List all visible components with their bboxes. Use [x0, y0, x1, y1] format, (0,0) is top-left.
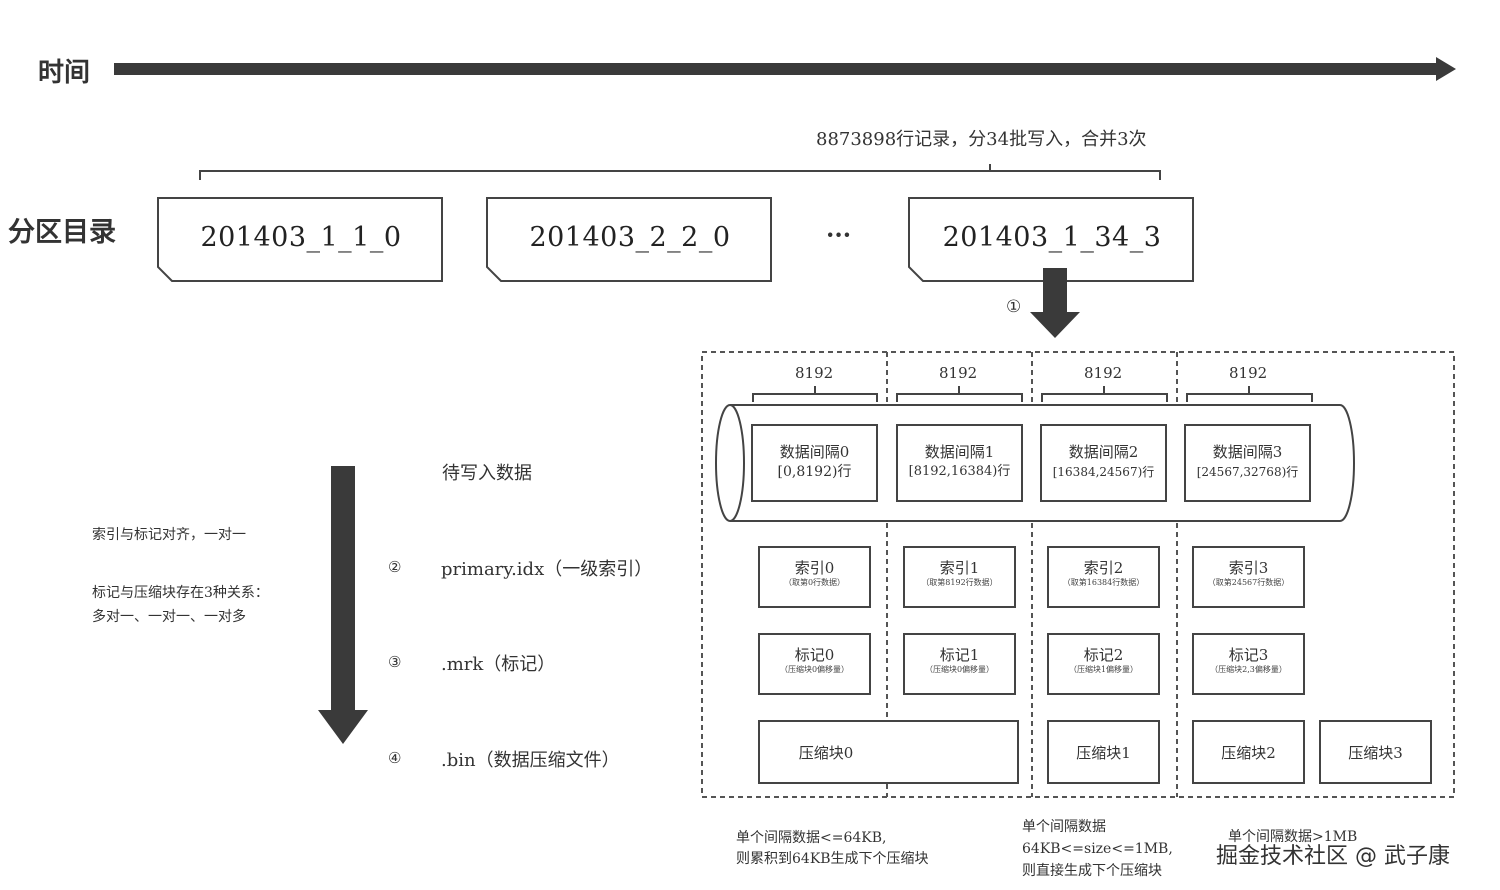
- data-to-write-label: 待写入数据: [442, 463, 532, 484]
- index-box-1: 索引1 （取第8192行数据）: [903, 546, 1016, 608]
- footnote-large-granule: 单个间隔数据>1MB: [1228, 829, 1358, 845]
- granule-name: 数据间隔0: [779, 443, 850, 461]
- index-box-2: 索引2 （取第16384行数据）: [1047, 546, 1160, 608]
- block-name: 压缩块0: [798, 744, 854, 762]
- index-name: 索引0: [794, 559, 835, 577]
- index-desc: （取第8192行数据）: [921, 578, 998, 587]
- mark-name: 标记2: [1083, 646, 1124, 664]
- step1-arrow-head: [1030, 312, 1080, 338]
- block-box-0: 压缩块0: [758, 720, 1019, 784]
- partition-dir-label: 分区目录: [8, 217, 116, 248]
- block-box-1: 压缩块1: [1047, 720, 1160, 784]
- index-name: 索引2: [1083, 559, 1124, 577]
- index-desc: （取第16384行数据）: [1062, 578, 1145, 587]
- mark-name: 标记3: [1228, 646, 1269, 664]
- footnote-line: 单个间隔数据: [1022, 819, 1106, 835]
- granule-count-3: 8192: [1229, 364, 1268, 382]
- granule-bracket-2: [1041, 386, 1168, 402]
- mark-name: 标记1: [939, 646, 980, 664]
- partition-name-1: 201403_2_2_0: [529, 222, 731, 253]
- step3-label: .mrk（标记）: [441, 654, 556, 675]
- mark-box-2: 标记2 （压缩块1偏移量）: [1047, 633, 1160, 695]
- partition-brace: [199, 164, 1161, 180]
- step2-marker: ②: [388, 558, 402, 576]
- step1-marker: ①: [1006, 297, 1022, 317]
- footnote-line: 64KB<=size<=1MB,: [1022, 841, 1173, 857]
- partition-name-0: 201403_1_1_0: [200, 222, 402, 253]
- granule-count-2: 8192: [1084, 364, 1123, 382]
- mark-desc: （压缩块2,3偏移量）: [1210, 665, 1287, 674]
- footnote-line: 单个间隔数据<=64KB,: [736, 830, 887, 846]
- block-box-3: 压缩块3: [1319, 720, 1432, 784]
- granule-bracket-1: [896, 386, 1023, 402]
- granule-range: [8192,16384)行: [908, 464, 1011, 479]
- mark-name: 标记0: [794, 646, 835, 664]
- block-name: 压缩块3: [1348, 744, 1403, 762]
- index-name: 索引3: [1228, 559, 1269, 577]
- summary-text: 8873898行记录，分34批写入，合并3次: [816, 129, 1147, 150]
- mark-desc: （压缩块0偏移量）: [779, 665, 850, 674]
- granule-count-1: 8192: [939, 364, 978, 382]
- granule-box-2: 数据间隔2 [16384,24567)行: [1040, 424, 1167, 502]
- granule-count-0: 8192: [795, 364, 834, 382]
- index-desc: （取第24567行数据）: [1207, 578, 1290, 587]
- time-arrow-head: [1436, 57, 1456, 81]
- granule-box-1: 数据间隔1 [8192,16384)行: [896, 424, 1023, 502]
- note-index-mark: 索引与标记对齐，一对一: [92, 527, 246, 543]
- step4-marker: ④: [388, 749, 402, 767]
- mark-desc: （压缩块0偏移量）: [924, 665, 995, 674]
- mark-box-3: 标记3 （压缩块2,3偏移量）: [1192, 633, 1305, 695]
- footnote-small-granule: 单个间隔数据<=64KB, 则累积到64KB生成下个压缩块: [736, 828, 929, 870]
- index-box-3: 索引3 （取第24567行数据）: [1192, 546, 1305, 608]
- granule-box-0: 数据间隔0 [0,8192)行: [751, 424, 878, 502]
- mark-box-0: 标记0 （压缩块0偏移量）: [758, 633, 871, 695]
- footnote-line: 则累积到64KB生成下个压缩块: [736, 851, 929, 867]
- block-box-2: 压缩块2: [1192, 720, 1305, 784]
- part-detail-area: [701, 351, 1455, 798]
- granule-box-3: 数据间隔3 [24567,32768)行: [1184, 424, 1311, 502]
- granule-name: 数据间隔2: [1068, 443, 1139, 461]
- index-desc: （取第0行数据）: [783, 578, 846, 587]
- block-name: 压缩块1: [1076, 744, 1131, 762]
- granule-name: 数据间隔1: [924, 443, 995, 461]
- time-label: 时间: [38, 58, 91, 88]
- index-name: 索引1: [939, 559, 980, 577]
- partition-box-1: [486, 197, 772, 282]
- partition-box-0: [157, 197, 443, 282]
- step4-label: .bin（数据压缩文件）: [441, 750, 620, 771]
- time-arrow-shaft: [114, 63, 1439, 75]
- footnote-medium-granule: 单个间隔数据 64KB<=size<=1MB, 则直接生成下个压缩块: [1022, 816, 1173, 882]
- granule-range: [0,8192)行: [777, 464, 852, 480]
- ellipsis: ···: [826, 220, 852, 249]
- note-mark-block-1: 标记与压缩块存在3种关系：: [92, 585, 269, 601]
- granule-range: [16384,24567)行: [1052, 465, 1155, 479]
- granule-name: 数据间隔3: [1212, 443, 1283, 461]
- mark-desc: （压缩块1偏移量）: [1068, 665, 1139, 674]
- step1-arrow-shaft: [1043, 268, 1067, 314]
- granule-range: [24567,32768)行: [1196, 465, 1299, 479]
- mark-box-1: 标记1 （压缩块0偏移量）: [903, 633, 1016, 695]
- footnote-line: 则直接生成下个压缩块: [1022, 863, 1162, 879]
- write-order-arrow-shaft: [331, 466, 355, 712]
- block-name: 压缩块2: [1221, 744, 1276, 762]
- data-cylinder-cap: [715, 404, 745, 522]
- index-box-0: 索引0 （取第0行数据）: [758, 546, 871, 608]
- partition-name-2: 201403_1_34_3: [942, 222, 1162, 253]
- watermark: 掘金技术社区 @ 武子康: [1216, 844, 1450, 869]
- note-mark-block-2: 多对一、一对一、一对多: [92, 609, 246, 625]
- step2-label: primary.idx（一级索引）: [441, 559, 653, 580]
- step3-marker: ③: [388, 653, 402, 671]
- granule-bracket-0: [752, 386, 878, 402]
- write-order-arrow-head: [318, 710, 368, 744]
- granule-bracket-3: [1186, 386, 1313, 402]
